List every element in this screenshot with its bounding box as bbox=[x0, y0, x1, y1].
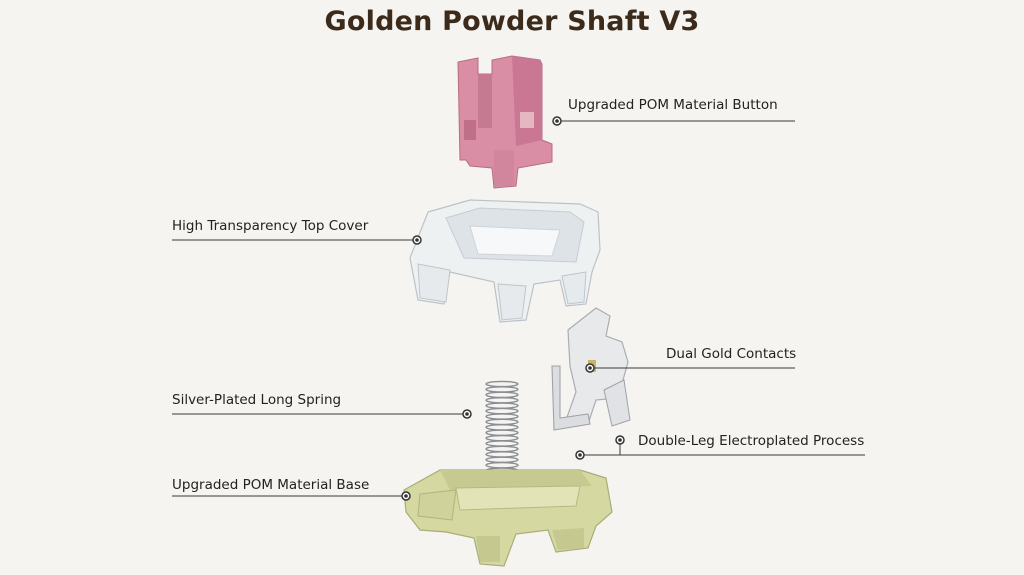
spring-coil bbox=[485, 418, 519, 426]
spring-coil bbox=[485, 391, 519, 399]
pink-button-part bbox=[457, 55, 553, 189]
label-base: Upgraded POM Material Base bbox=[172, 477, 370, 493]
spring-coil bbox=[485, 407, 519, 415]
spring-coil bbox=[485, 386, 519, 393]
spring-coil bbox=[485, 396, 519, 404]
spring-coil bbox=[485, 461, 519, 469]
label-button: Upgraded POM Material Button bbox=[568, 97, 778, 113]
label-top-cover: High Transparency Top Cover bbox=[172, 218, 369, 234]
spring-coil bbox=[485, 456, 519, 464]
spring-coil bbox=[485, 413, 519, 420]
diagram-title: Golden Powder Shaft V3 bbox=[324, 6, 700, 37]
spring-coil bbox=[485, 434, 519, 442]
clear-top-cover-part bbox=[409, 199, 601, 323]
callout-lines bbox=[172, 120, 865, 497]
label-contacts: Dual Gold Contacts bbox=[666, 346, 797, 362]
callout-line-legs-leader bbox=[580, 440, 621, 456]
spring-coil bbox=[485, 451, 519, 458]
label-spring: Silver-Plated Long Spring bbox=[172, 392, 342, 408]
callout-dots bbox=[401, 116, 625, 501]
spring-part bbox=[485, 380, 519, 480]
label-legs: Double-Leg Electroplated Process bbox=[638, 433, 865, 449]
spring-coil bbox=[485, 423, 519, 431]
spring-coil bbox=[485, 402, 519, 409]
olive-base-part bbox=[403, 469, 613, 567]
spring-coil bbox=[485, 440, 519, 447]
spring-coil bbox=[485, 429, 519, 437]
spring-coil bbox=[485, 380, 519, 388]
spring-coil bbox=[485, 445, 519, 453]
